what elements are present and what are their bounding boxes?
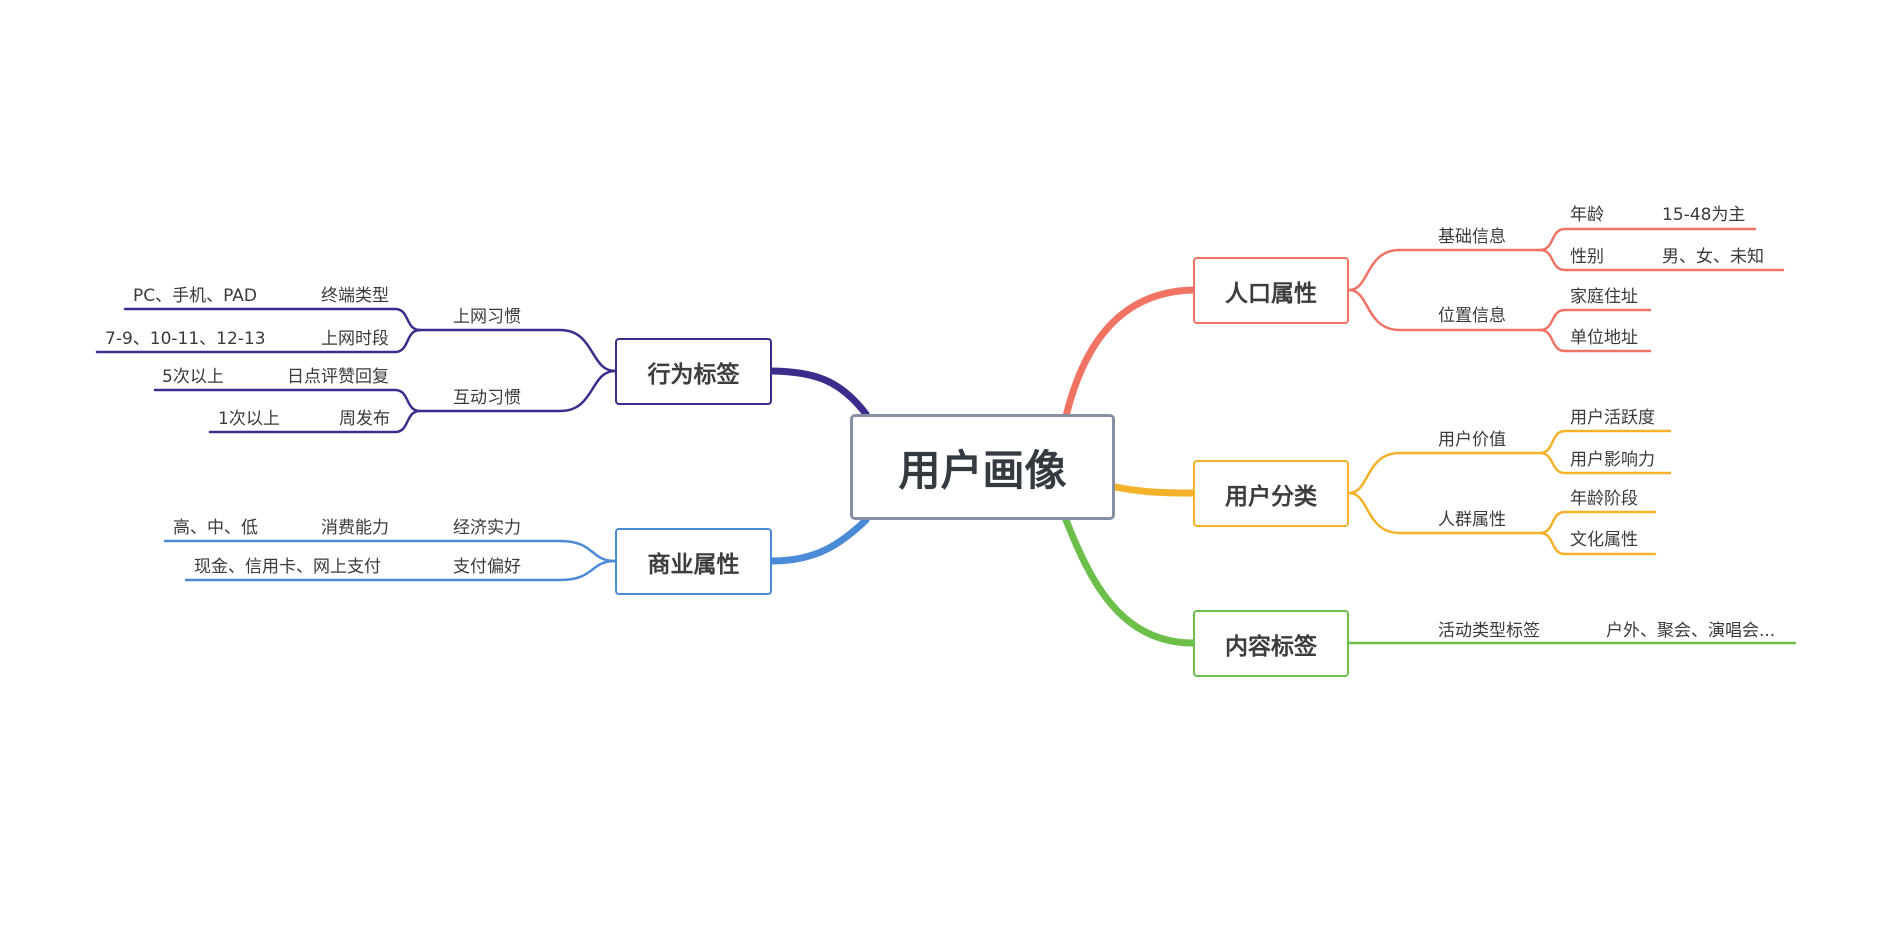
connector-shangye-zhifu bbox=[184, 559, 617, 582]
leaf-danwei[interactable]: 单位地址 bbox=[1570, 328, 1638, 348]
detail-dianping[interactable]: 5次以上 bbox=[162, 367, 224, 387]
topic-fenlei[interactable]: 用户分类 bbox=[1193, 460, 1349, 527]
connector-renkou-weizhi bbox=[1347, 288, 1542, 332]
connector-jichu-nianling bbox=[1538, 227, 1757, 252]
topic-shangye[interactable]: 商业属性 bbox=[615, 528, 772, 595]
leaf-nianling[interactable]: 年龄 bbox=[1570, 205, 1604, 225]
connector-weizhi-jiating bbox=[1538, 308, 1652, 332]
connector-root-neirong bbox=[1062, 516, 1197, 647]
leaf-dianping[interactable]: 日点评赞回复 bbox=[287, 367, 389, 387]
connector-weizhi-danwei bbox=[1538, 328, 1652, 353]
subtopic-zhifu[interactable]: 支付偏好 bbox=[453, 557, 521, 577]
connector-hudong-zhoufabu bbox=[208, 409, 422, 434]
leaf-jiating[interactable]: 家庭住址 bbox=[1570, 287, 1638, 307]
connector-root-renkou bbox=[1062, 286, 1197, 420]
leaf-nianlingjieduan[interactable]: 年龄阶段 bbox=[1570, 489, 1638, 509]
subtopic-jingji[interactable]: 经济实力 bbox=[453, 518, 521, 538]
leaf-zhifu-methods[interactable]: 现金、信用卡、网上支付 bbox=[194, 557, 381, 577]
connector-renkou-jichu bbox=[1347, 248, 1542, 292]
detail-zhoufabu[interactable]: 1次以上 bbox=[218, 409, 280, 429]
topic-xingwei[interactable]: 行为标签 bbox=[615, 338, 772, 405]
detail-huodong[interactable]: 户外、聚会、演唱会... bbox=[1606, 621, 1776, 641]
connector-jiazhi-huoyue bbox=[1538, 429, 1672, 455]
connector-jichu-xingbie bbox=[1538, 248, 1785, 272]
leaf-shiduan[interactable]: 上网时段 bbox=[321, 329, 389, 349]
leaf-huoyue[interactable]: 用户活跃度 bbox=[1570, 408, 1655, 428]
topic-neirong[interactable]: 内容标签 bbox=[1193, 610, 1349, 677]
connector-fenlei-jiazhi bbox=[1347, 451, 1542, 495]
connector-root-xingwei bbox=[768, 367, 870, 418]
detail-nianling[interactable]: 15-48为主 bbox=[1662, 205, 1746, 225]
root-node[interactable]: 用户画像 bbox=[850, 414, 1115, 520]
detail-xiaofei[interactable]: 高、中、低 bbox=[173, 518, 258, 538]
connector-root-shangye bbox=[768, 516, 870, 565]
leaf-zhoufabu[interactable]: 周发布 bbox=[339, 409, 390, 429]
detail-shiduan[interactable]: 7-9、10-11、12-13 bbox=[105, 329, 266, 349]
subtopic-hudong[interactable]: 互动习惯 bbox=[453, 388, 521, 408]
detail-zhongduan[interactable]: PC、手机、PAD bbox=[133, 286, 258, 306]
subtopic-weizhi[interactable]: 位置信息 bbox=[1438, 306, 1506, 326]
leaf-xiaofei[interactable]: 消费能力 bbox=[321, 518, 389, 538]
topic-renkou[interactable]: 人口属性 bbox=[1193, 257, 1349, 324]
connector-xingwei-hudong bbox=[418, 369, 617, 413]
connector-shangwang-shiduan bbox=[95, 328, 422, 354]
connector-root-fenlei bbox=[1111, 483, 1197, 497]
subtopic-shangwang[interactable]: 上网习惯 bbox=[453, 307, 521, 327]
connector-fenlei-renqun bbox=[1347, 491, 1542, 535]
leaf-zhongduan[interactable]: 终端类型 bbox=[321, 286, 389, 306]
subtopic-jichu[interactable]: 基础信息 bbox=[1438, 227, 1506, 247]
connector-renqun-nianling bbox=[1538, 510, 1657, 535]
connector-jiazhi-yingxiang bbox=[1538, 451, 1672, 475]
connector-hudong-dianping bbox=[153, 388, 422, 413]
detail-xingbie[interactable]: 男、女、未知 bbox=[1662, 247, 1764, 267]
connector-xingwei-shangwang bbox=[418, 328, 617, 373]
leaf-yingxiang[interactable]: 用户影响力 bbox=[1570, 450, 1655, 470]
subtopic-huodong[interactable]: 活动类型标签 bbox=[1438, 621, 1540, 641]
leaf-wenhua[interactable]: 文化属性 bbox=[1570, 530, 1638, 550]
connector-shangwang-zhongduan bbox=[123, 307, 422, 332]
connector-renqun-wenhua bbox=[1538, 531, 1657, 556]
leaf-xingbie[interactable]: 性别 bbox=[1570, 247, 1604, 267]
subtopic-jiazhi[interactable]: 用户价值 bbox=[1438, 430, 1506, 450]
subtopic-renqun[interactable]: 人群属性 bbox=[1438, 510, 1506, 530]
connector-shangye-jingji bbox=[163, 539, 617, 563]
